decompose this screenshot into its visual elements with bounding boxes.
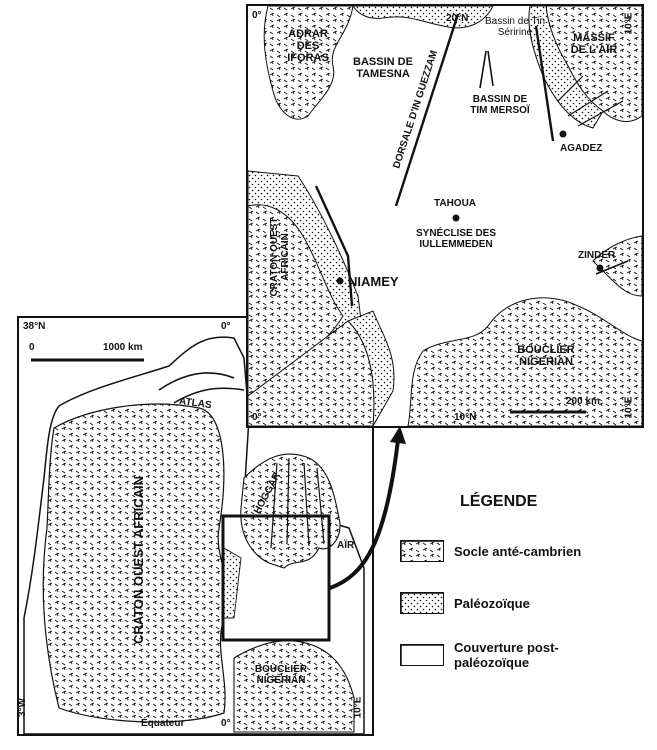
inset-lat-0-bottom: 0° (252, 412, 262, 423)
adrar-label: ADRAR DES IFORAS (287, 28, 329, 64)
study-area-frame (221, 514, 331, 642)
west-african-craton (42, 403, 228, 723)
inset-map: 0° 20°N 10°E ADRAR DES IFORAS BASSIN DE … (246, 4, 644, 428)
legend-label-socle: Socle anté-cambrien (454, 543, 582, 559)
tin-seririne-label: Bassin de Tin Séririne (484, 16, 546, 38)
paleozoic-air (528, 6, 604, 129)
zinder-label: ZINDER (578, 250, 616, 261)
inset-craton-label: CRATON OUEST AFRICAIN (269, 217, 291, 297)
overview-scale-label: 1000 km (103, 342, 143, 353)
legend-label-paleozoique: Paléozoïque (454, 595, 530, 611)
paleozoic-south (347, 310, 395, 426)
atlas-fold-line-2 (173, 387, 245, 404)
hoggar-shield (240, 453, 341, 569)
legend-label-couverture: Couverture post-paléozoïque (454, 640, 559, 670)
air-west-fault (534, 25, 555, 142)
inset-lon-10n: 10°N (454, 412, 477, 423)
air-internal-faults (557, 75, 624, 127)
inset-lat-0-top: 0° (252, 10, 262, 21)
tamesna-label: BASSIN DE TAMESNA (353, 56, 413, 80)
tahoua-dot (452, 214, 460, 222)
zinder-fault (595, 260, 629, 275)
overview-lon-0-top: 0° (221, 321, 231, 332)
legend-item-couverture: Couverture post-paléozoïque (400, 640, 630, 670)
equator-label: Équateur (141, 718, 185, 729)
overview-craton-label: CRATON OUEST AFRICAIN (131, 475, 147, 645)
bouclier-nigerian-area (407, 297, 642, 426)
agadez-label: AGADEZ (560, 143, 603, 154)
overview-bouclier-label: BOUCLIER NIGÉRIAN (254, 664, 308, 686)
dorsale-in-guezzam-fault (394, 13, 460, 207)
legend-item-socle: Socle anté-cambrien (400, 540, 581, 562)
tahoua-label: TAHOUA (434, 198, 477, 209)
tim-mersoi-label: BASSIN DE TIM MERSOÏ (470, 94, 530, 116)
overview-lon-10e: 10°E (352, 696, 364, 719)
niamey-dot (336, 277, 344, 285)
socle-swatch (400, 540, 444, 562)
inset-map-drawing (248, 6, 642, 426)
syneclise-label: SYNÉCLISE DES IULLEMMEDEN (415, 228, 497, 250)
inset-connector-arrow (329, 426, 406, 590)
overview-lon-0-bottom: 0° (221, 718, 231, 729)
air-label: AÏR (337, 540, 355, 551)
overview-lat-38n: 38°N (23, 321, 46, 332)
niamey-fault (314, 185, 354, 307)
overview-scale-start: 0 (29, 342, 35, 353)
inset-lon-10e-bottom: 10°E (623, 396, 635, 419)
inset-bouclier-label: BOUCLIER NIGERIAN (517, 344, 575, 368)
couverture-swatch (400, 644, 444, 666)
zinder-dot (596, 264, 604, 272)
inset-lon-20n: 20°N (446, 13, 469, 24)
air-massif-label: MASSIF DE L'AÏR (570, 32, 618, 56)
overview-map-drawing (23, 336, 365, 734)
nigerian-shield (233, 640, 355, 733)
bassin-faults (479, 50, 494, 89)
inset-scale-label: 200 km (566, 396, 600, 407)
overview-lon-3w: 3°W (17, 698, 28, 717)
legend-title: LÉGENDE (460, 493, 538, 510)
hoggar-faults (270, 457, 325, 549)
legend-item-paleozoique: Paléozoïque (400, 592, 530, 614)
paleozoic-north (352, 6, 494, 29)
inset-lon-10e-top: 10°E (623, 12, 635, 35)
paleozoique-swatch (400, 592, 444, 614)
agadez-dot (559, 130, 567, 138)
legend: LÉGENDE Socle anté-cambrien Paléozoïque … (390, 440, 640, 730)
adrar-des-iforas-area (263, 6, 354, 120)
niamey-label: NIAMEY (348, 274, 399, 289)
atlas-fold-line (158, 372, 235, 391)
